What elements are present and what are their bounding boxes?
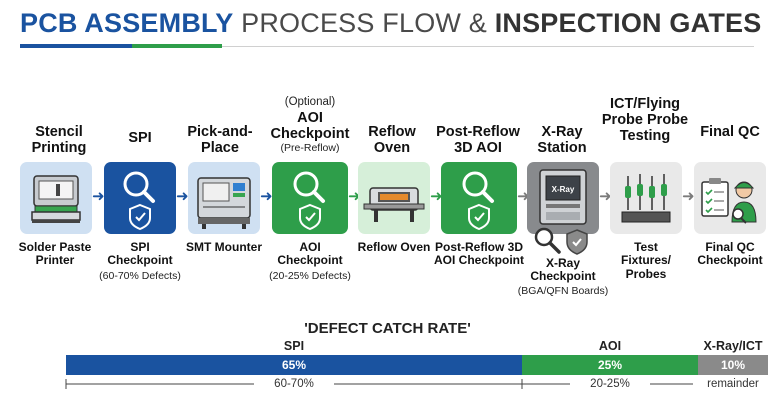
title-part-2: PROCESS FLOW & (233, 8, 495, 38)
reflow-oven-icon (363, 187, 425, 222)
flow-arrow-5: ➜ (430, 188, 443, 205)
flow-arrow-3: ➜ (260, 188, 273, 205)
range-label-aoi: 20-25% (570, 378, 650, 390)
step-1-box (20, 162, 92, 234)
step-8-title: ICT/Flying Probe Probe Testing (601, 96, 689, 145)
step-1-caption: Solder Paste Printer (18, 240, 92, 268)
xray-machine-icon: X-Ray (539, 169, 587, 225)
segment-label-spi: SPI (283, 339, 305, 353)
step-3-caption: SMT Mounter (186, 240, 262, 254)
step-8-caption: Test Fixtures/ Probes (620, 240, 671, 281)
segment-label-aoi: AOI (598, 339, 622, 353)
step-4-title: AOI Checkpoint (270, 110, 350, 143)
bar-segment-spi: 65% (66, 355, 522, 375)
step-9-caption: Final QC Checkpoint (697, 240, 763, 268)
step-7-caption: X-Ray Checkpoint (530, 256, 596, 284)
title-divider (222, 46, 754, 47)
step-2-box (104, 162, 176, 234)
step-9-box (694, 162, 766, 234)
bar-segment-aoi: 25% (522, 355, 698, 375)
title-part-3: INSPECTION GATES (494, 8, 762, 38)
flow-arrow-1: ➜ (92, 188, 105, 205)
step-3-title: Pick-and-Place (187, 124, 253, 157)
defect-catch-title: 'DEFECT CATCH RATE' (304, 320, 471, 337)
step-2-title: SPI (128, 130, 152, 146)
flow-arrow-4: ➜ (348, 188, 361, 205)
step-2-note: (60-70% Defects) (99, 270, 181, 282)
step-8-box (610, 162, 682, 234)
step-7-title: X-Ray Station (537, 124, 587, 157)
flow-arrow-2: ➜ (176, 188, 189, 205)
flow-arrow-7: ➜ (599, 188, 612, 205)
step-4-pre-reflow-note: (Pre-Reflow) (280, 142, 340, 154)
magnifier-shield-icon (462, 171, 494, 231)
step-3-box (188, 162, 260, 234)
stencil-printer-icon (31, 175, 81, 223)
bar-segment-xray-ict: 10% (698, 355, 768, 375)
magnifier-shield-icon (293, 171, 325, 231)
step-7-note: (BGA/QFN Boards) (517, 285, 609, 297)
step-4-caption: AOI Checkpoint (277, 240, 343, 268)
title-underline-blue (20, 44, 132, 48)
step-6-caption: Post-Reflow 3D AOI Checkpoint (433, 240, 524, 268)
step-4-box (272, 162, 348, 234)
title-underline-green (132, 44, 222, 48)
inspector-icon (701, 178, 757, 224)
step-2-caption: SPI Checkpoint (107, 240, 173, 268)
step-6-box (441, 162, 517, 234)
magnifier-shield-icon (123, 171, 155, 231)
step-5-title: Reflow Oven (368, 124, 416, 157)
range-bracket (65, 379, 769, 389)
step-7-box: X-Ray (527, 162, 599, 234)
step-1-title: Stencil Printing (31, 124, 87, 157)
title-part-1: PCB ASSEMBLY (20, 8, 234, 38)
flow-arrow-8: ➜ (682, 188, 695, 205)
xray-shield-icon (565, 228, 589, 256)
segment-label-xray-ict: X-Ray/ICT (703, 339, 763, 353)
step-5-caption: Reflow Oven (357, 240, 431, 254)
step-9-title: Final QC (700, 124, 760, 140)
range-label-spi: 60-70% (254, 378, 334, 390)
flow-arrow-6: ➜ (517, 188, 530, 205)
range-label-xray-ict: remainder (693, 378, 773, 390)
step-4-note: (20-25% Defects) (269, 270, 351, 282)
step-5-box (358, 162, 430, 234)
xray-screen-label: X-Ray (552, 185, 575, 194)
test-probes-icon (621, 174, 671, 223)
step-4-optional-note: (Optional) (284, 96, 336, 108)
page-title: PCB ASSEMBLY PROCESS FLOW & INSPECTION G… (20, 8, 761, 39)
xray-magnifier-icon (532, 225, 562, 255)
step-6-title: Post-Reflow 3D AOI (436, 124, 520, 157)
smt-mounter-icon (197, 177, 251, 229)
